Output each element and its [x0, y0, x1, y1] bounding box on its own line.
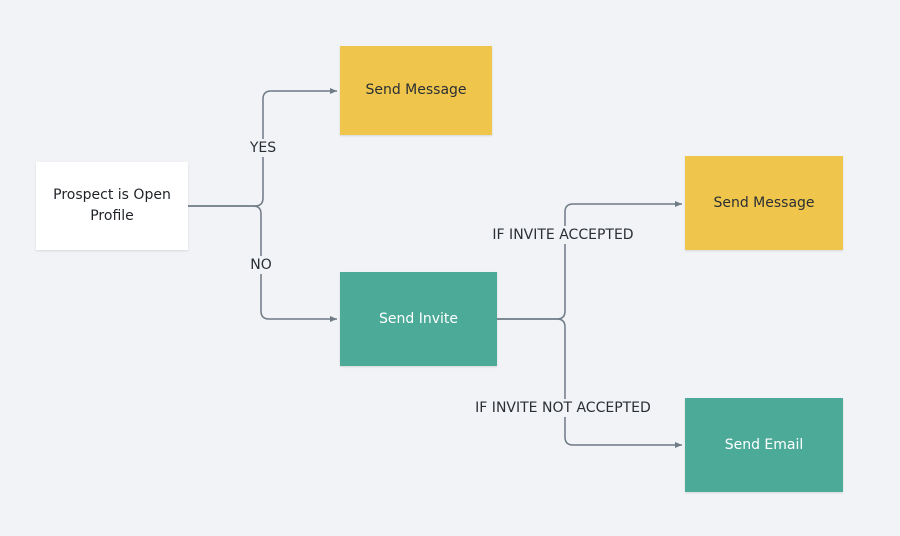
edge-label-yes: YES: [247, 139, 279, 157]
node-send-invite[interactable]: Send Invite: [340, 272, 497, 366]
node-label: Send Invite: [379, 310, 458, 327]
node-label: Send Message: [365, 82, 467, 98]
node-label: Send Message: [713, 194, 815, 211]
node-send-email[interactable]: Send Email: [685, 398, 843, 492]
node-send-message-accepted[interactable]: Send Message: [685, 156, 843, 250]
connector-invite-to-send-email: [497, 318, 682, 448]
edge-label-invite-accepted: IF INVITE ACCEPTED: [490, 226, 636, 244]
node-label: Send Email: [724, 436, 804, 453]
node-prospect-open-profile[interactable]: Prospect is Open Profile: [36, 162, 188, 250]
edge-label-no: NO: [248, 256, 274, 274]
node-label: Prospect is Open Profile: [53, 187, 171, 224]
connector-invite-to-send-message: [497, 201, 682, 320]
edge-label-invite-not-accepted: IF INVITE NOT ACCEPTED: [473, 399, 653, 417]
node-send-message-yes[interactable]: Send Message: [340, 46, 492, 135]
